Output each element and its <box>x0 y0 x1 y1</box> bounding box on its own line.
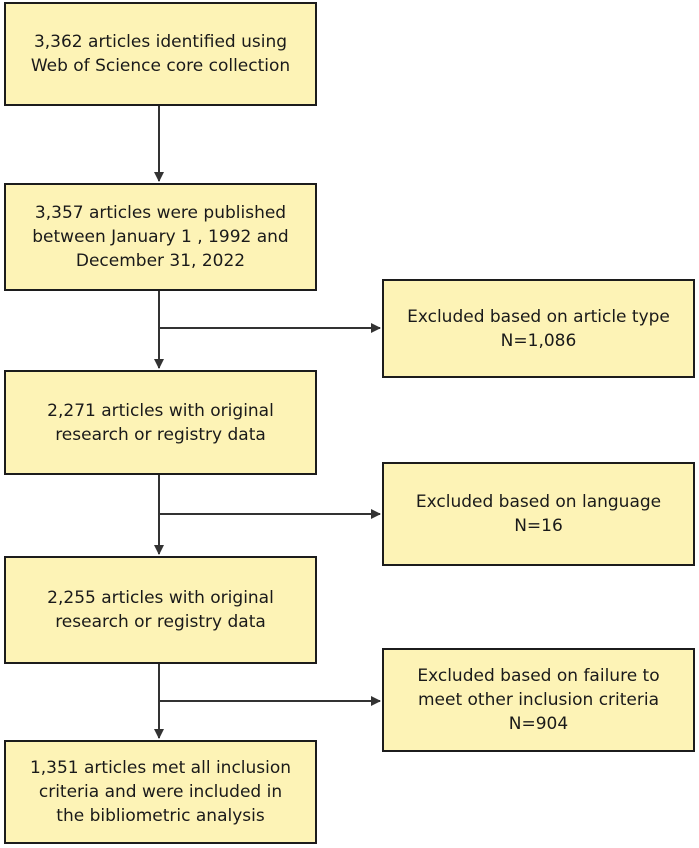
included-line-1: 1,351 articles met all inclusion <box>29 758 292 778</box>
original-2-line-2: research or registry data <box>55 612 266 632</box>
published-line-1: 3,357 articles were published <box>34 203 287 223</box>
published-line-3: December 31, 2022 <box>75 251 246 271</box>
included-line-2: criteria and were included in <box>38 782 283 802</box>
excluded-other-line-2: meet other inclusion criteria <box>417 690 660 710</box>
published-line-2: between January 1 , 1992 and <box>32 227 289 247</box>
included-line-3: the bibliometric analysis <box>56 806 265 826</box>
excluded-language-count: N=16 <box>514 516 563 536</box>
excluded-other-criteria-box: Excluded based on failure to meet other … <box>382 648 695 752</box>
excluded-type-line-1: Excluded based on article type <box>407 306 670 327</box>
excluded-language-box: Excluded based on language N=16 <box>382 462 695 566</box>
identified-line-1: 3,362 articles identified using <box>33 32 288 52</box>
excluded-article-type-box: Excluded based on article type N=1,086 <box>382 279 695 378</box>
excluded-other-line-1: Excluded based on failure to <box>417 666 660 686</box>
excluded-other-count: N=904 <box>508 714 569 734</box>
original-2-line-1: 2,255 articles with original <box>47 588 274 608</box>
original-1-line-2: research or registry data <box>55 424 266 445</box>
identified-line-2: Web of Science core collection <box>30 56 291 76</box>
included-box: 1,351 articles met all inclusion criteri… <box>4 740 317 844</box>
original-1-line-1: 2,271 articles with original <box>47 400 274 421</box>
original-research-box-1: 2,271 articles with original research or… <box>4 370 317 475</box>
excluded-type-count: N=1,086 <box>500 330 577 351</box>
identified-box: 3,362 articles identified using Web of S… <box>4 2 317 106</box>
original-research-box-2: 2,255 articles with original research or… <box>4 556 317 664</box>
published-range-box: 3,357 articles were published between Ja… <box>4 183 317 291</box>
excluded-language-line-1: Excluded based on language <box>415 492 662 512</box>
